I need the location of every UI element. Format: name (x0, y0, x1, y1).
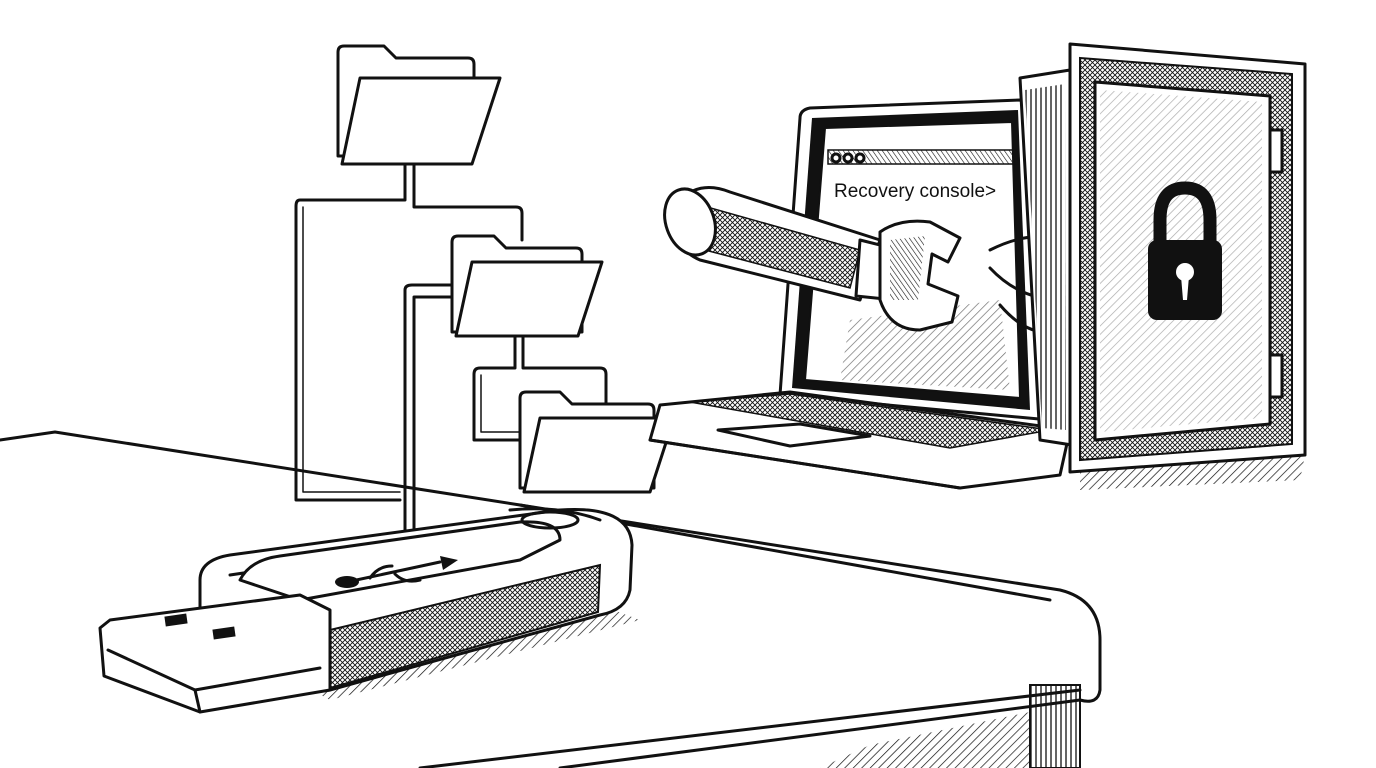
usb-drive-icon (98, 507, 640, 714)
safe-door (1018, 42, 1307, 490)
usb-symbol-icon (335, 556, 458, 588)
screwdriver-icon (663, 186, 902, 302)
folder-icon (336, 44, 502, 166)
wrench-icon (878, 219, 1064, 334)
recovery-console-text: Recovery console> (834, 181, 996, 202)
folder-tree (294, 44, 676, 562)
folder-icon (518, 390, 676, 494)
padlock-icon (1148, 181, 1222, 320)
folder-icon (450, 234, 604, 338)
